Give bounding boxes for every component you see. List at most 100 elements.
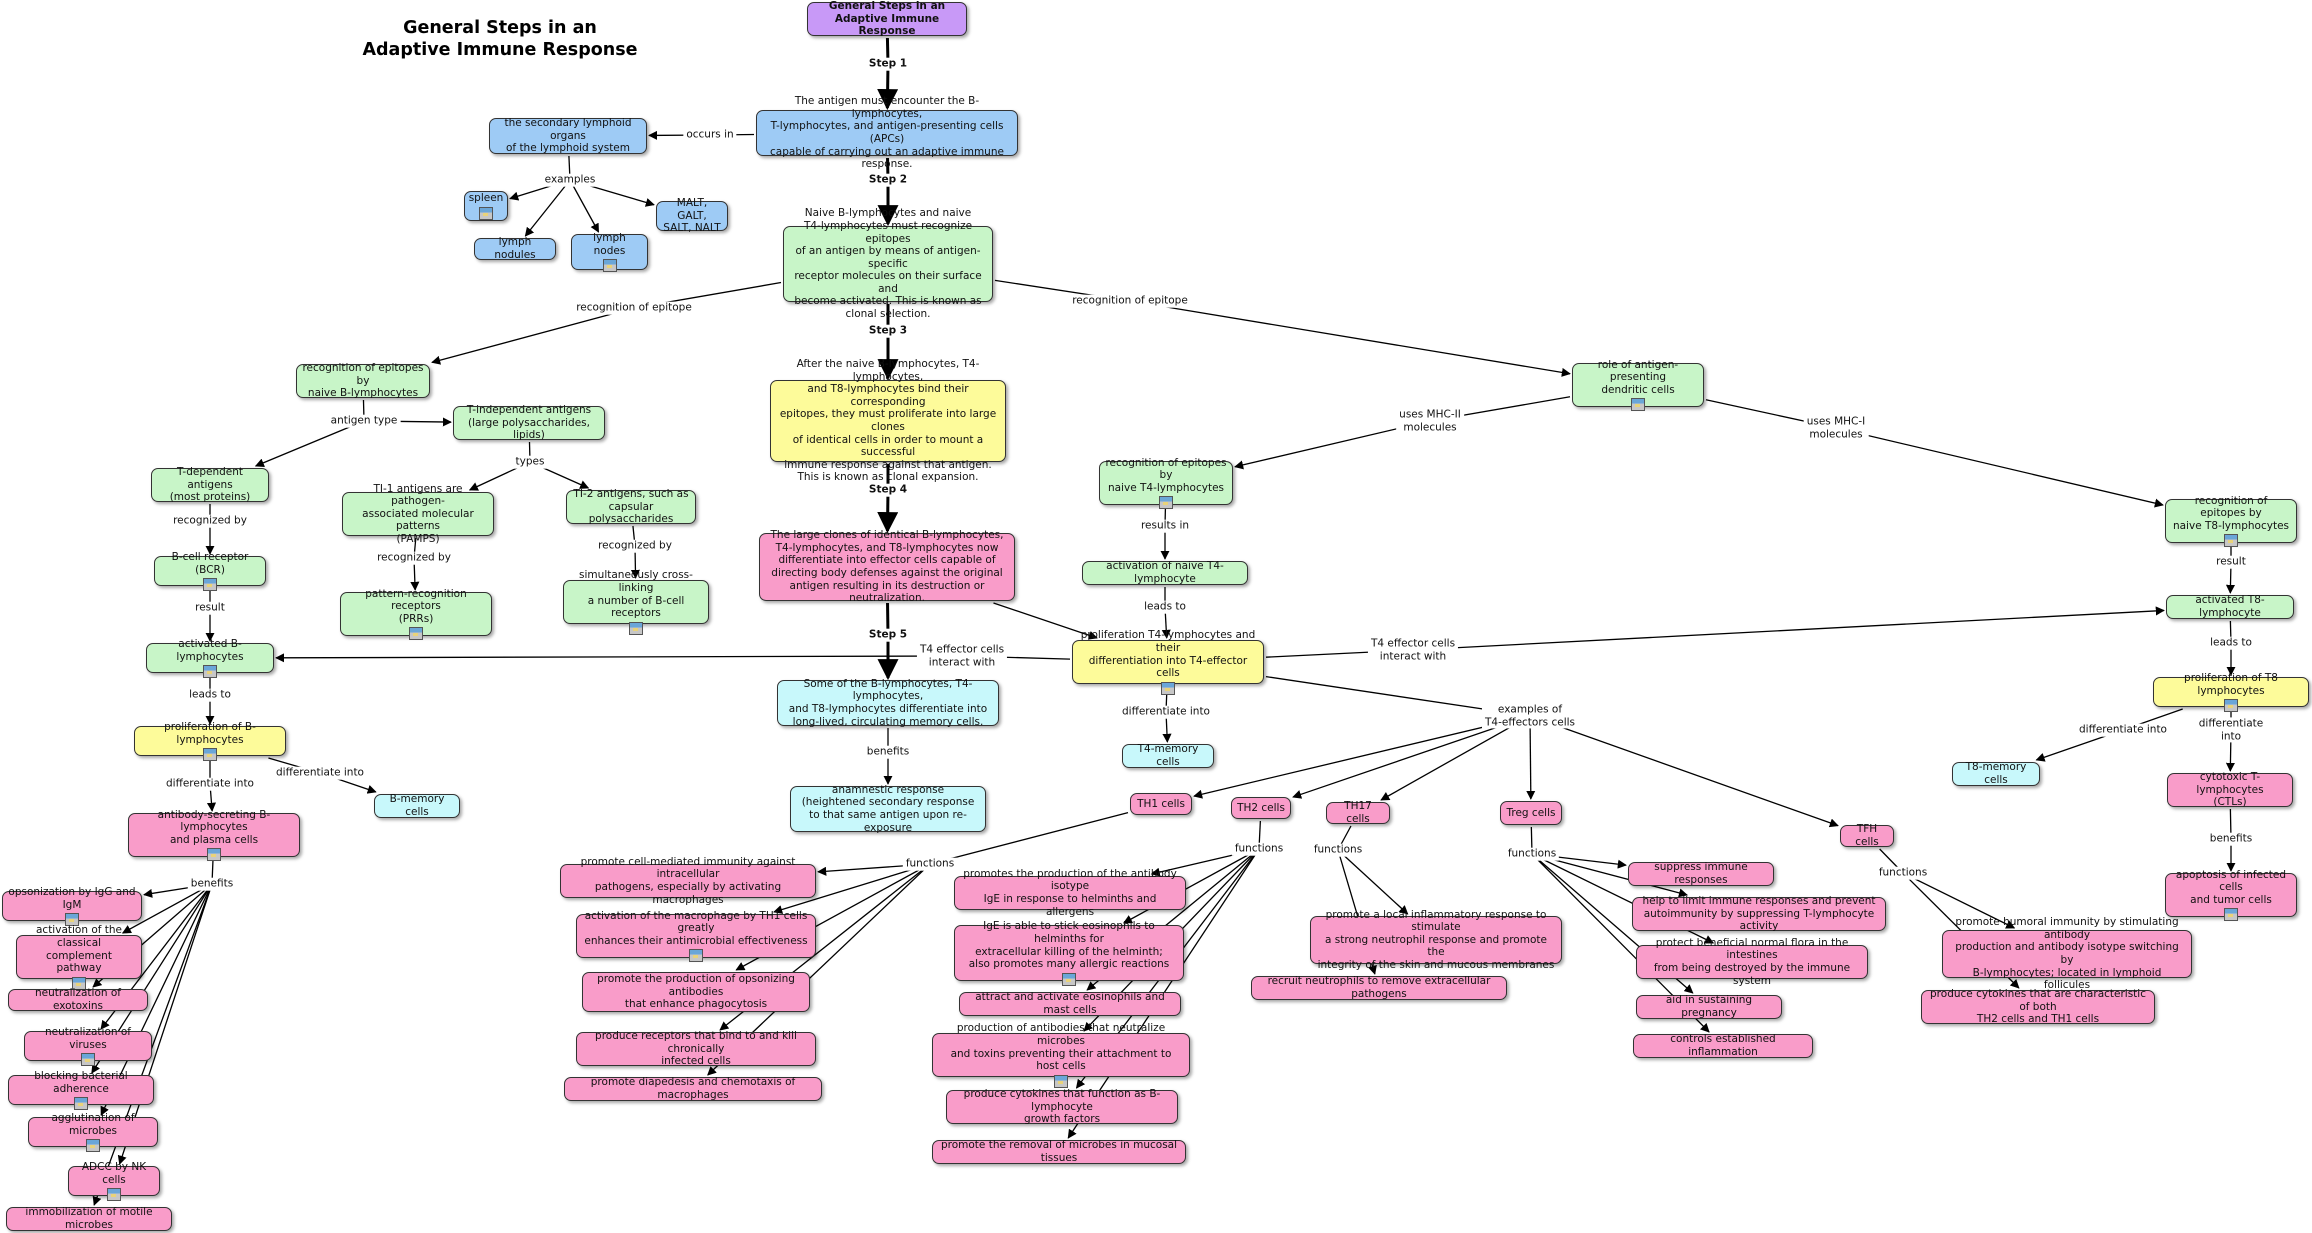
resource-image-icon[interactable]: [1631, 398, 1645, 412]
concept-node-actT4[interactable]: activation of naive T4-lymphocyte: [1082, 560, 1248, 585]
concept-node-th1d[interactable]: produce receptors that bind to and kill …: [576, 1030, 816, 1067]
resource-image-icon[interactable]: [2224, 908, 2238, 922]
node-label: agglutination of microbes: [51, 1111, 135, 1137]
resource-image-icon[interactable]: [409, 627, 423, 641]
resource-image-icon[interactable]: [107, 1188, 121, 1202]
resource-image-icon[interactable]: [65, 913, 79, 927]
concept-node-step1[interactable]: The antigen must encounter the B-lymphoc…: [756, 95, 1018, 170]
concept-node-anam[interactable]: anamnestic response (heightened secondar…: [790, 784, 986, 834]
concept-node-recogT8[interactable]: recognition of epitopes by naive T8-lymp…: [2165, 495, 2297, 548]
concept-node-lnodes[interactable]: lymph nodes: [571, 232, 648, 273]
concept-node-treg[interactable]: Treg cells: [1500, 801, 1562, 825]
concept-node-th17a[interactable]: promote a local inflammatory response to…: [1310, 909, 1562, 971]
resource-image-icon[interactable]: [479, 206, 493, 220]
concept-node-apc[interactable]: role of antigen-presenting dendritic cel…: [1572, 359, 1704, 412]
concept-node-b1[interactable]: opsonization by IgG and IgM: [2, 886, 142, 927]
concept-node-th17[interactable]: TH17 cells: [1326, 800, 1390, 825]
resource-image-icon[interactable]: [1159, 496, 1173, 510]
concept-node-th2[interactable]: TH2 cells: [1231, 797, 1291, 819]
linking-phrase-l_fTH2: functions: [1231, 842, 1287, 856]
concept-node-nodules[interactable]: lymph nodules: [474, 236, 556, 261]
concept-node-treg2[interactable]: help to limit immune responses and preve…: [1632, 895, 1886, 932]
concept-node-xlink[interactable]: simultaneously cross-linking a number of…: [563, 569, 709, 635]
concept-node-root[interactable]: General Steps in an Adaptive Immune Resp…: [807, 0, 967, 37]
concept-node-tfh2[interactable]: produce cytokines that are characteristi…: [1921, 988, 2155, 1025]
concept-node-treg1[interactable]: suppress immune responses: [1628, 861, 1774, 886]
concept-node-plasma[interactable]: antibody-secreting B-lymphocytes and pla…: [128, 809, 300, 862]
resource-image-icon[interactable]: [81, 1053, 95, 1067]
resource-image-icon[interactable]: [2224, 699, 2238, 713]
concept-node-ctl[interactable]: cytotoxic T-lymphocytes (CTLs): [2167, 771, 2293, 808]
concept-node-th1a[interactable]: promote cell-mediated immunity against i…: [560, 856, 816, 906]
concept-node-b6[interactable]: agglutination of microbes: [28, 1112, 158, 1153]
concept-node-b5[interactable]: blocking bacterial adherence: [8, 1070, 154, 1111]
concept-node-th2e[interactable]: produce cytokines that function as B-lym…: [946, 1088, 1178, 1125]
connector-line: [524, 179, 571, 237]
node-label: controls established inflammation: [1670, 1033, 1776, 1058]
concept-node-tdep[interactable]: T-dependent antigens (most proteins): [151, 466, 269, 503]
concept-node-t8mem[interactable]: T8-memory cells: [1952, 761, 2040, 786]
concept-node-prolT4[interactable]: proliferation T4-lymphocytes and their d…: [1072, 629, 1264, 695]
concept-node-prolB[interactable]: proliferation of B-lymphocytes: [134, 721, 286, 762]
linking-phrase-l_t4int1: T4 effector cells interact with: [916, 643, 1008, 669]
concept-node-th2d[interactable]: production of antibodies that neutralize…: [932, 1022, 1190, 1088]
concept-node-step3[interactable]: After the naive B-lymphocytes, T4-lympho…: [770, 358, 1006, 483]
resource-image-icon[interactable]: [1062, 972, 1076, 986]
node-label: activation of the classical complement p…: [35, 924, 123, 975]
concept-node-prolT8[interactable]: proliferation of T8 lymphocytes: [2153, 672, 2309, 713]
resource-image-icon[interactable]: [1161, 681, 1175, 695]
concept-node-tfh[interactable]: TFH cells: [1840, 823, 1894, 848]
concept-node-b7[interactable]: ADCC by NK cells: [68, 1161, 160, 1202]
concept-node-th1b[interactable]: activation of the macrophage by TH1 cell…: [576, 910, 816, 963]
concept-node-th2a[interactable]: promotes the production of the antibody …: [954, 868, 1186, 918]
concept-node-lymphoid[interactable]: the secondary lymphoid organs of the lym…: [489, 117, 647, 154]
concept-node-ti2[interactable]: TI-2 antigens, such as capsular polysacc…: [566, 488, 696, 525]
concept-node-treg3[interactable]: protect beneficial normal flora in the i…: [1636, 937, 1868, 987]
resource-image-icon[interactable]: [602, 259, 617, 273]
concept-node-th1[interactable]: TH1 cells: [1130, 793, 1192, 815]
concept-node-step2[interactable]: Naive B-lymphocytes and naive T4-lymphoc…: [783, 207, 993, 320]
connector-line: [877, 489, 899, 534]
resource-image-icon[interactable]: [689, 949, 703, 963]
resource-image-icon[interactable]: [2224, 534, 2238, 548]
resource-image-icon[interactable]: [203, 665, 217, 679]
concept-node-th1e[interactable]: promote diapedesis and chemotaxis of mac…: [564, 1076, 822, 1101]
resource-image-icon[interactable]: [203, 748, 217, 762]
concept-node-treg5[interactable]: controls established inflammation: [1633, 1033, 1813, 1058]
concept-node-t4mem[interactable]: T4-memory cells: [1122, 743, 1214, 768]
concept-node-bmem[interactable]: B-memory cells: [374, 793, 460, 818]
concept-node-b8[interactable]: immobilization of motile microbes: [6, 1206, 172, 1231]
concept-node-tfh1[interactable]: promote humoral immunity by stimulating …: [1942, 916, 2192, 991]
connector-line: [1902, 872, 2016, 929]
concept-node-malt[interactable]: MALT, GALT, SALT, NALT: [656, 197, 728, 234]
resource-image-icon[interactable]: [86, 1139, 100, 1153]
resource-image-icon[interactable]: [1054, 1074, 1068, 1088]
concept-node-th2f[interactable]: promote the removal of microbes in mucos…: [932, 1139, 1186, 1164]
concept-node-th1c[interactable]: promote the production of opsonizing ant…: [582, 972, 810, 1012]
resource-image-icon[interactable]: [203, 578, 217, 592]
concept-node-step5[interactable]: Some of the B-lymphocytes, T4-lymphocyte…: [777, 678, 999, 728]
concept-node-recogB[interactable]: recognition of epitopes by naive B-lymph…: [296, 362, 430, 399]
resource-image-icon[interactable]: [74, 1097, 88, 1111]
concept-node-th17b[interactable]: recruit neutrophils to remove extracellu…: [1251, 975, 1507, 1000]
resource-image-icon[interactable]: [207, 848, 221, 862]
concept-node-ti1[interactable]: TI-1 antigens are pathogen- associated m…: [342, 483, 494, 545]
concept-node-b3[interactable]: neutralization of exotoxins: [8, 987, 148, 1012]
concept-node-tindep[interactable]: T-independent antigens (large polysaccha…: [453, 404, 605, 441]
concept-node-th2b[interactable]: IgE is able to stick eosinophils to helm…: [954, 920, 1184, 986]
concept-node-prr[interactable]: pattern-recognition receptors (PRRs): [340, 588, 492, 641]
node-label: role of antigen-presenting dendritic cel…: [1597, 358, 1679, 396]
node-label: promote the removal of microbes in mucos…: [940, 1139, 1178, 1164]
concept-node-step4[interactable]: The large clones of identical B-lymphocy…: [759, 529, 1015, 604]
concept-node-treg4[interactable]: aid in sustaining pregnancy: [1636, 994, 1782, 1019]
concept-node-recogT4[interactable]: recognition of epitopes by naive T4-lymp…: [1099, 457, 1233, 510]
concept-node-b2[interactable]: activation of the classical complement p…: [16, 924, 142, 990]
concept-node-b4[interactable]: neutralization of viruses: [24, 1026, 152, 1067]
concept-node-apop[interactable]: apoptosis of infected cells and tumor ce…: [2165, 869, 2297, 922]
concept-node-bcr[interactable]: B-cell receptor (BCR): [154, 551, 266, 592]
concept-node-actT8[interactable]: activated T8-lymphocyte: [2166, 594, 2294, 619]
concept-node-spleen[interactable]: spleen: [464, 191, 508, 221]
concept-node-actB[interactable]: activated B-lymphocytes: [146, 638, 274, 679]
concept-node-th2c[interactable]: attract and activate eosinophils and mas…: [959, 991, 1181, 1016]
resource-image-icon[interactable]: [629, 621, 643, 635]
